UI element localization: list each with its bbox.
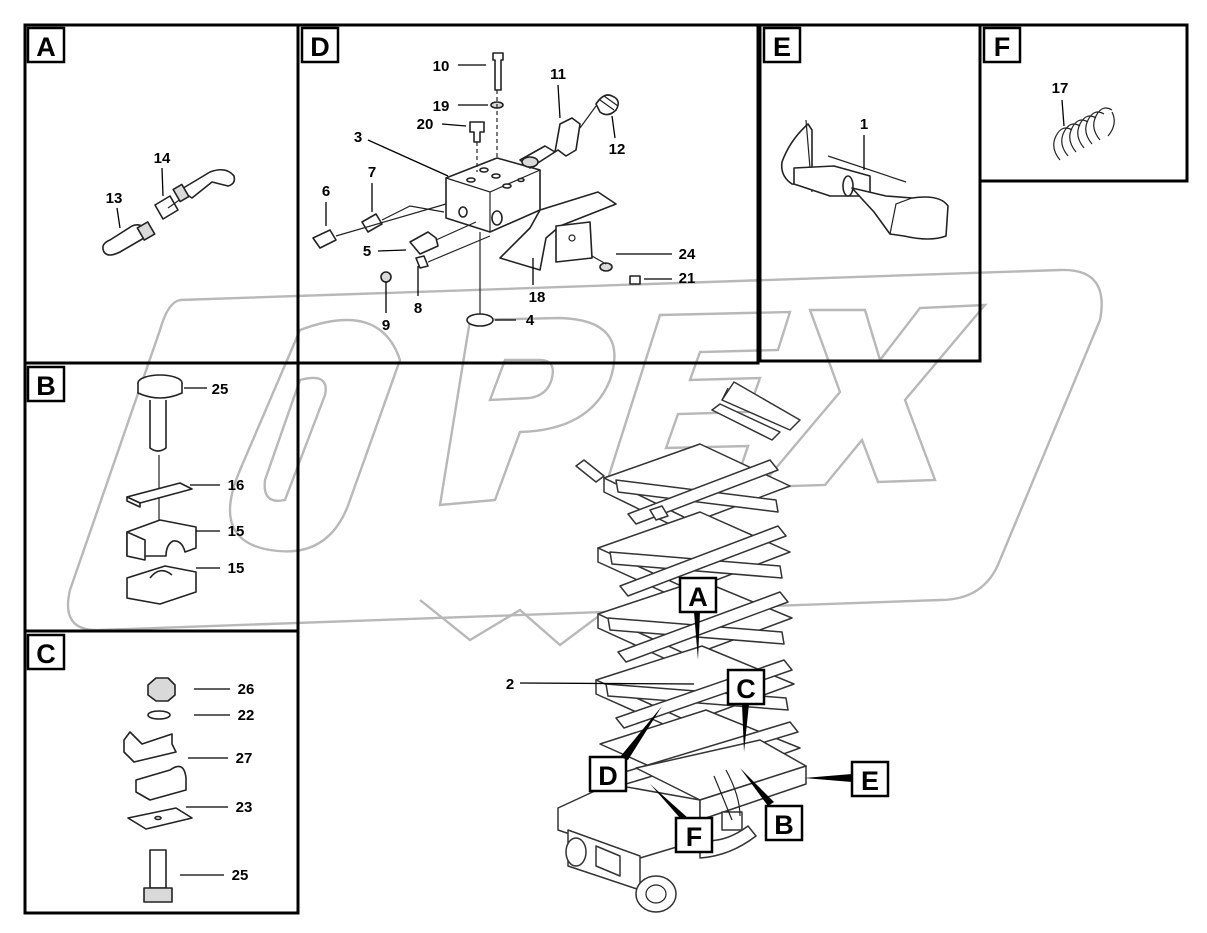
callout-3: 3 (354, 129, 362, 146)
callout-4: 4 (526, 312, 535, 329)
svg-text:C: C (736, 674, 756, 704)
panel-label-e: E (773, 32, 791, 62)
callout-2: 2 (506, 676, 514, 693)
callout-23: 23 (236, 799, 253, 816)
callout-13: 13 (106, 190, 123, 207)
panel-label-a: A (36, 32, 56, 62)
valve-block-illustration (312, 52, 641, 327)
callout-7: 7 (368, 164, 376, 181)
cable-tie-grip-illustration (780, 119, 949, 240)
callout-17: 17 (1052, 80, 1069, 97)
callout-8: 8 (414, 300, 422, 317)
svg-text:D: D (598, 761, 618, 791)
bolt-clamp-illustration (126, 374, 197, 605)
scissor-tiers (595, 443, 801, 787)
spiral-wrap-illustration (1053, 107, 1115, 161)
hose-fitting-illustration (102, 168, 236, 256)
scissor-lift-illustration (557, 381, 807, 913)
pointer-b: B (740, 768, 804, 842)
panel-label-d: D (310, 32, 330, 62)
callout-21: 21 (679, 270, 696, 287)
callout-15-upper: 15 (228, 523, 245, 540)
panel-d: D (296, 23, 760, 365)
svg-text:E: E (861, 766, 879, 796)
panel-label-f: F (994, 32, 1011, 62)
panel-e: E 1 (758, 23, 982, 363)
callout-19: 19 (433, 98, 450, 115)
callout-9: 9 (382, 317, 390, 334)
callout-11: 11 (550, 66, 566, 83)
pointer-f: F (650, 784, 714, 854)
callout-18: 18 (529, 289, 546, 306)
callout-10: 10 (433, 58, 450, 75)
nut-bracket-illustration (123, 677, 193, 903)
svg-text:A: A (688, 582, 708, 612)
panel-f: F 17 (978, 23, 1189, 183)
callout-5: 5 (363, 243, 371, 260)
callout-22: 22 (238, 707, 255, 724)
callout-12: 12 (609, 141, 626, 158)
callout-20: 20 (417, 116, 434, 133)
callout-27: 27 (236, 750, 253, 767)
pointer-a: A (678, 576, 718, 660)
pointer-e: E (804, 760, 890, 798)
callout-6: 6 (322, 183, 330, 200)
callout-1: 1 (860, 116, 868, 133)
panel-b: B 25 16 15 15 (23, 361, 300, 633)
pointer-d: D (588, 706, 662, 793)
callout-26: 26 (238, 681, 255, 698)
callout-24: 24 (679, 246, 696, 263)
callout-14: 14 (154, 150, 171, 167)
callout-25-c: 25 (232, 867, 249, 884)
panel-label-b: B (36, 371, 56, 401)
panel-a: A 13 14 (23, 23, 300, 365)
callout-25-b: 25 (212, 381, 229, 398)
callout-15-lower: 15 (228, 560, 245, 577)
svg-text:B: B (774, 810, 794, 840)
callout-16: 16 (228, 477, 245, 494)
svg-text:F: F (686, 822, 703, 852)
panel-c: C 26 22 27 23 25 (23, 629, 300, 915)
pointer-c: C (726, 668, 766, 752)
panel-label-c: C (36, 639, 56, 669)
